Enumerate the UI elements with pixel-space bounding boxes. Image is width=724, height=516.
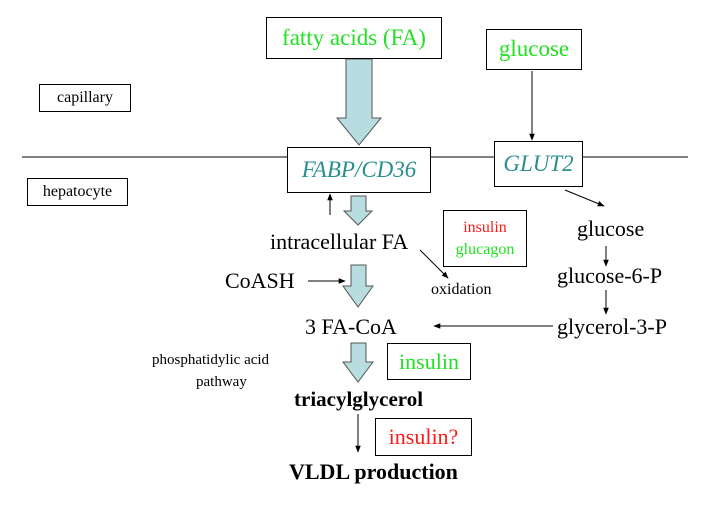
fabp-cd36-box: FABP/CD36 xyxy=(287,147,431,193)
regulation-glucagon-label: glucagon xyxy=(455,240,515,258)
insulin-box: insulin xyxy=(387,343,471,380)
regulation-box: insulin glucagon xyxy=(443,210,527,267)
glucose-label: glucose xyxy=(577,216,645,241)
vldl-production-label: VLDL production xyxy=(289,459,458,484)
arrow-fa-to-oxidation xyxy=(419,249,449,279)
block-arrow-facoa-to-tag xyxy=(342,342,374,383)
regulation-insulin-label: insulin xyxy=(463,218,507,236)
glucose-input-box: glucose xyxy=(486,29,582,70)
triacylglycerol-label: triacylglycerol xyxy=(294,387,424,411)
fatty-acids-box: fatty acids (FA) xyxy=(266,17,442,59)
block-arrow-fa-uptake xyxy=(335,58,383,146)
pathway-line2-label: pathway xyxy=(196,374,247,390)
glucose-6-p-label: glucose-6-P xyxy=(557,263,663,288)
insulin-question-box: insulin? xyxy=(375,418,472,456)
block-arrow-fa-to-facoa xyxy=(342,264,374,308)
fa-coa-label: 3 FA-CoA xyxy=(305,314,397,339)
glut2-box: GLUT2 xyxy=(494,141,583,187)
hepatocyte-label-box: hepatocyte xyxy=(27,178,128,206)
pathway-line1-label: phosphatidylic acid xyxy=(152,352,270,368)
oxidation-label: oxidation xyxy=(431,281,492,298)
intracellular-fa-label: intracellular FA xyxy=(270,229,409,254)
glycerol-3-p-label: glycerol-3-P xyxy=(557,314,667,339)
coash-label: CoASH xyxy=(225,268,295,293)
capillary-label-box: capillary xyxy=(39,84,131,112)
arrow-glut2-to-glucose xyxy=(564,189,605,207)
block-arrow-fabp-to-intracellular xyxy=(342,195,374,226)
